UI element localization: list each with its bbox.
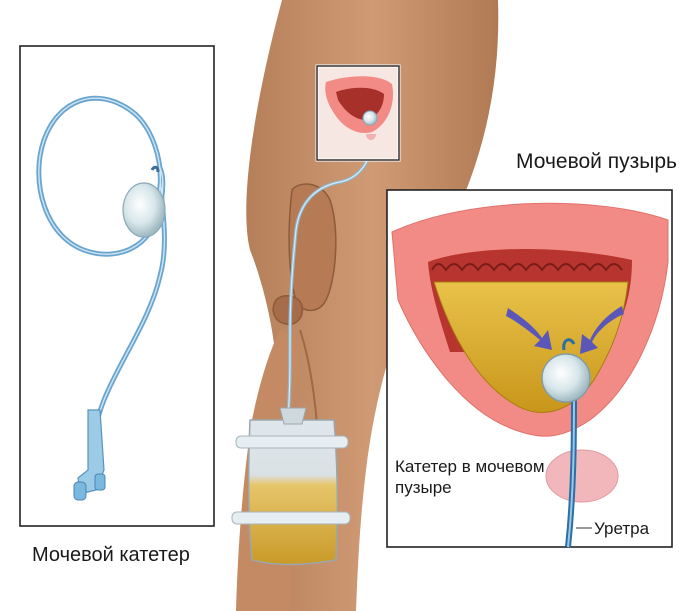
label-bladder: Мочевой пузырь [516, 150, 677, 174]
label-catheter-in-bladder-line1: Катетер в мочевом [395, 456, 555, 477]
label-urinary-catheter: Мочевой катетер [32, 544, 190, 567]
catheter-balloon [123, 183, 165, 237]
label-urethra: Уретра [594, 519, 649, 539]
leg-strap-bottom [232, 512, 350, 524]
small-bladder-inset [317, 66, 399, 160]
bladder-balloon [542, 354, 590, 402]
label-catheter-in-bladder: Катетер в мочевом пузыре [395, 456, 555, 498]
prostate [546, 450, 618, 502]
catheter-panel [20, 46, 214, 526]
leg-strap-top [236, 436, 348, 448]
urine-bag [232, 408, 350, 565]
label-catheter-in-bladder-line2: пузыре [395, 477, 555, 498]
catheter-panel-frame [20, 46, 214, 526]
